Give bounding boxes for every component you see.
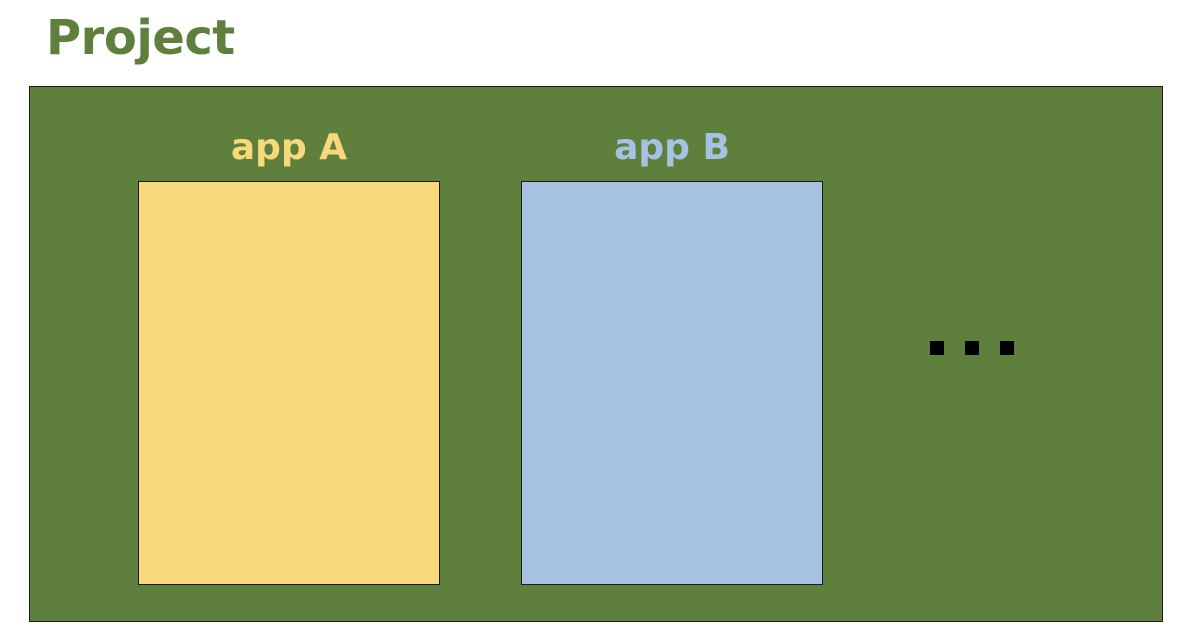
app-b-box [521, 181, 823, 585]
app-b-label: app B [614, 127, 730, 168]
more-apps-ellipsis [930, 341, 1014, 355]
page-title: Project [46, 10, 235, 66]
ellipsis-dot [1000, 341, 1014, 355]
ellipsis-dot [930, 341, 944, 355]
ellipsis-dot [965, 341, 979, 355]
app-a-label: app A [230, 127, 348, 168]
app-a-box [138, 181, 440, 585]
